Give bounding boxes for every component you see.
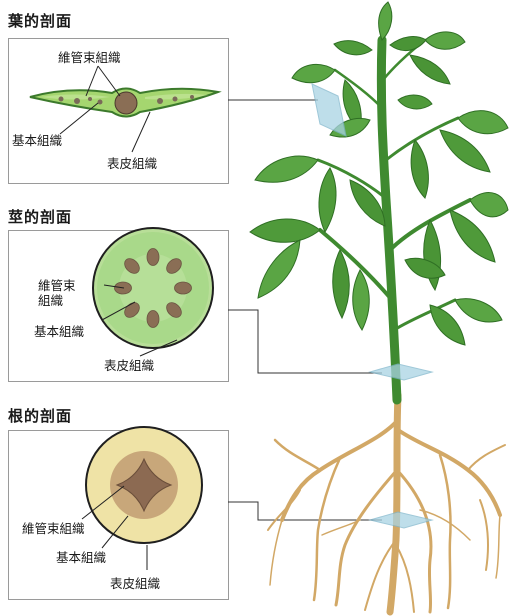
stem-epidermis-label: 表皮組織 [104,358,155,373]
root-cross-section [81,426,382,570]
leaf-epidermis-label: 表皮組織 [107,156,158,171]
leaf-ground-label: 基本組織 [12,133,63,148]
root-vascular-label: 維管束組織 [22,521,85,536]
plant [249,1,509,616]
leaf-cross-section [29,65,318,153]
leaf-section-title: 葉的剖面 [8,12,73,30]
root-ground-label: 基本組織 [56,550,107,565]
section-planes [311,83,434,529]
foliage [249,1,509,346]
root-section-title: 根的剖面 [8,407,73,425]
stem [316,35,472,405]
root-epidermis-label: 表皮組織 [110,576,161,591]
root-system [267,391,506,616]
leaf-vascular-label: 維管束組織 [58,50,121,65]
stem-ground-label: 基本組織 [34,324,85,339]
stem-cross-section [92,227,382,374]
stem-vascular-label: 維管束 組織 [38,278,76,308]
stem-vascular-label-line1: 維管束 [38,278,76,293]
stem-section-title: 莖的剖面 [8,208,73,226]
stem-vascular-label-line2: 組織 [38,293,64,308]
